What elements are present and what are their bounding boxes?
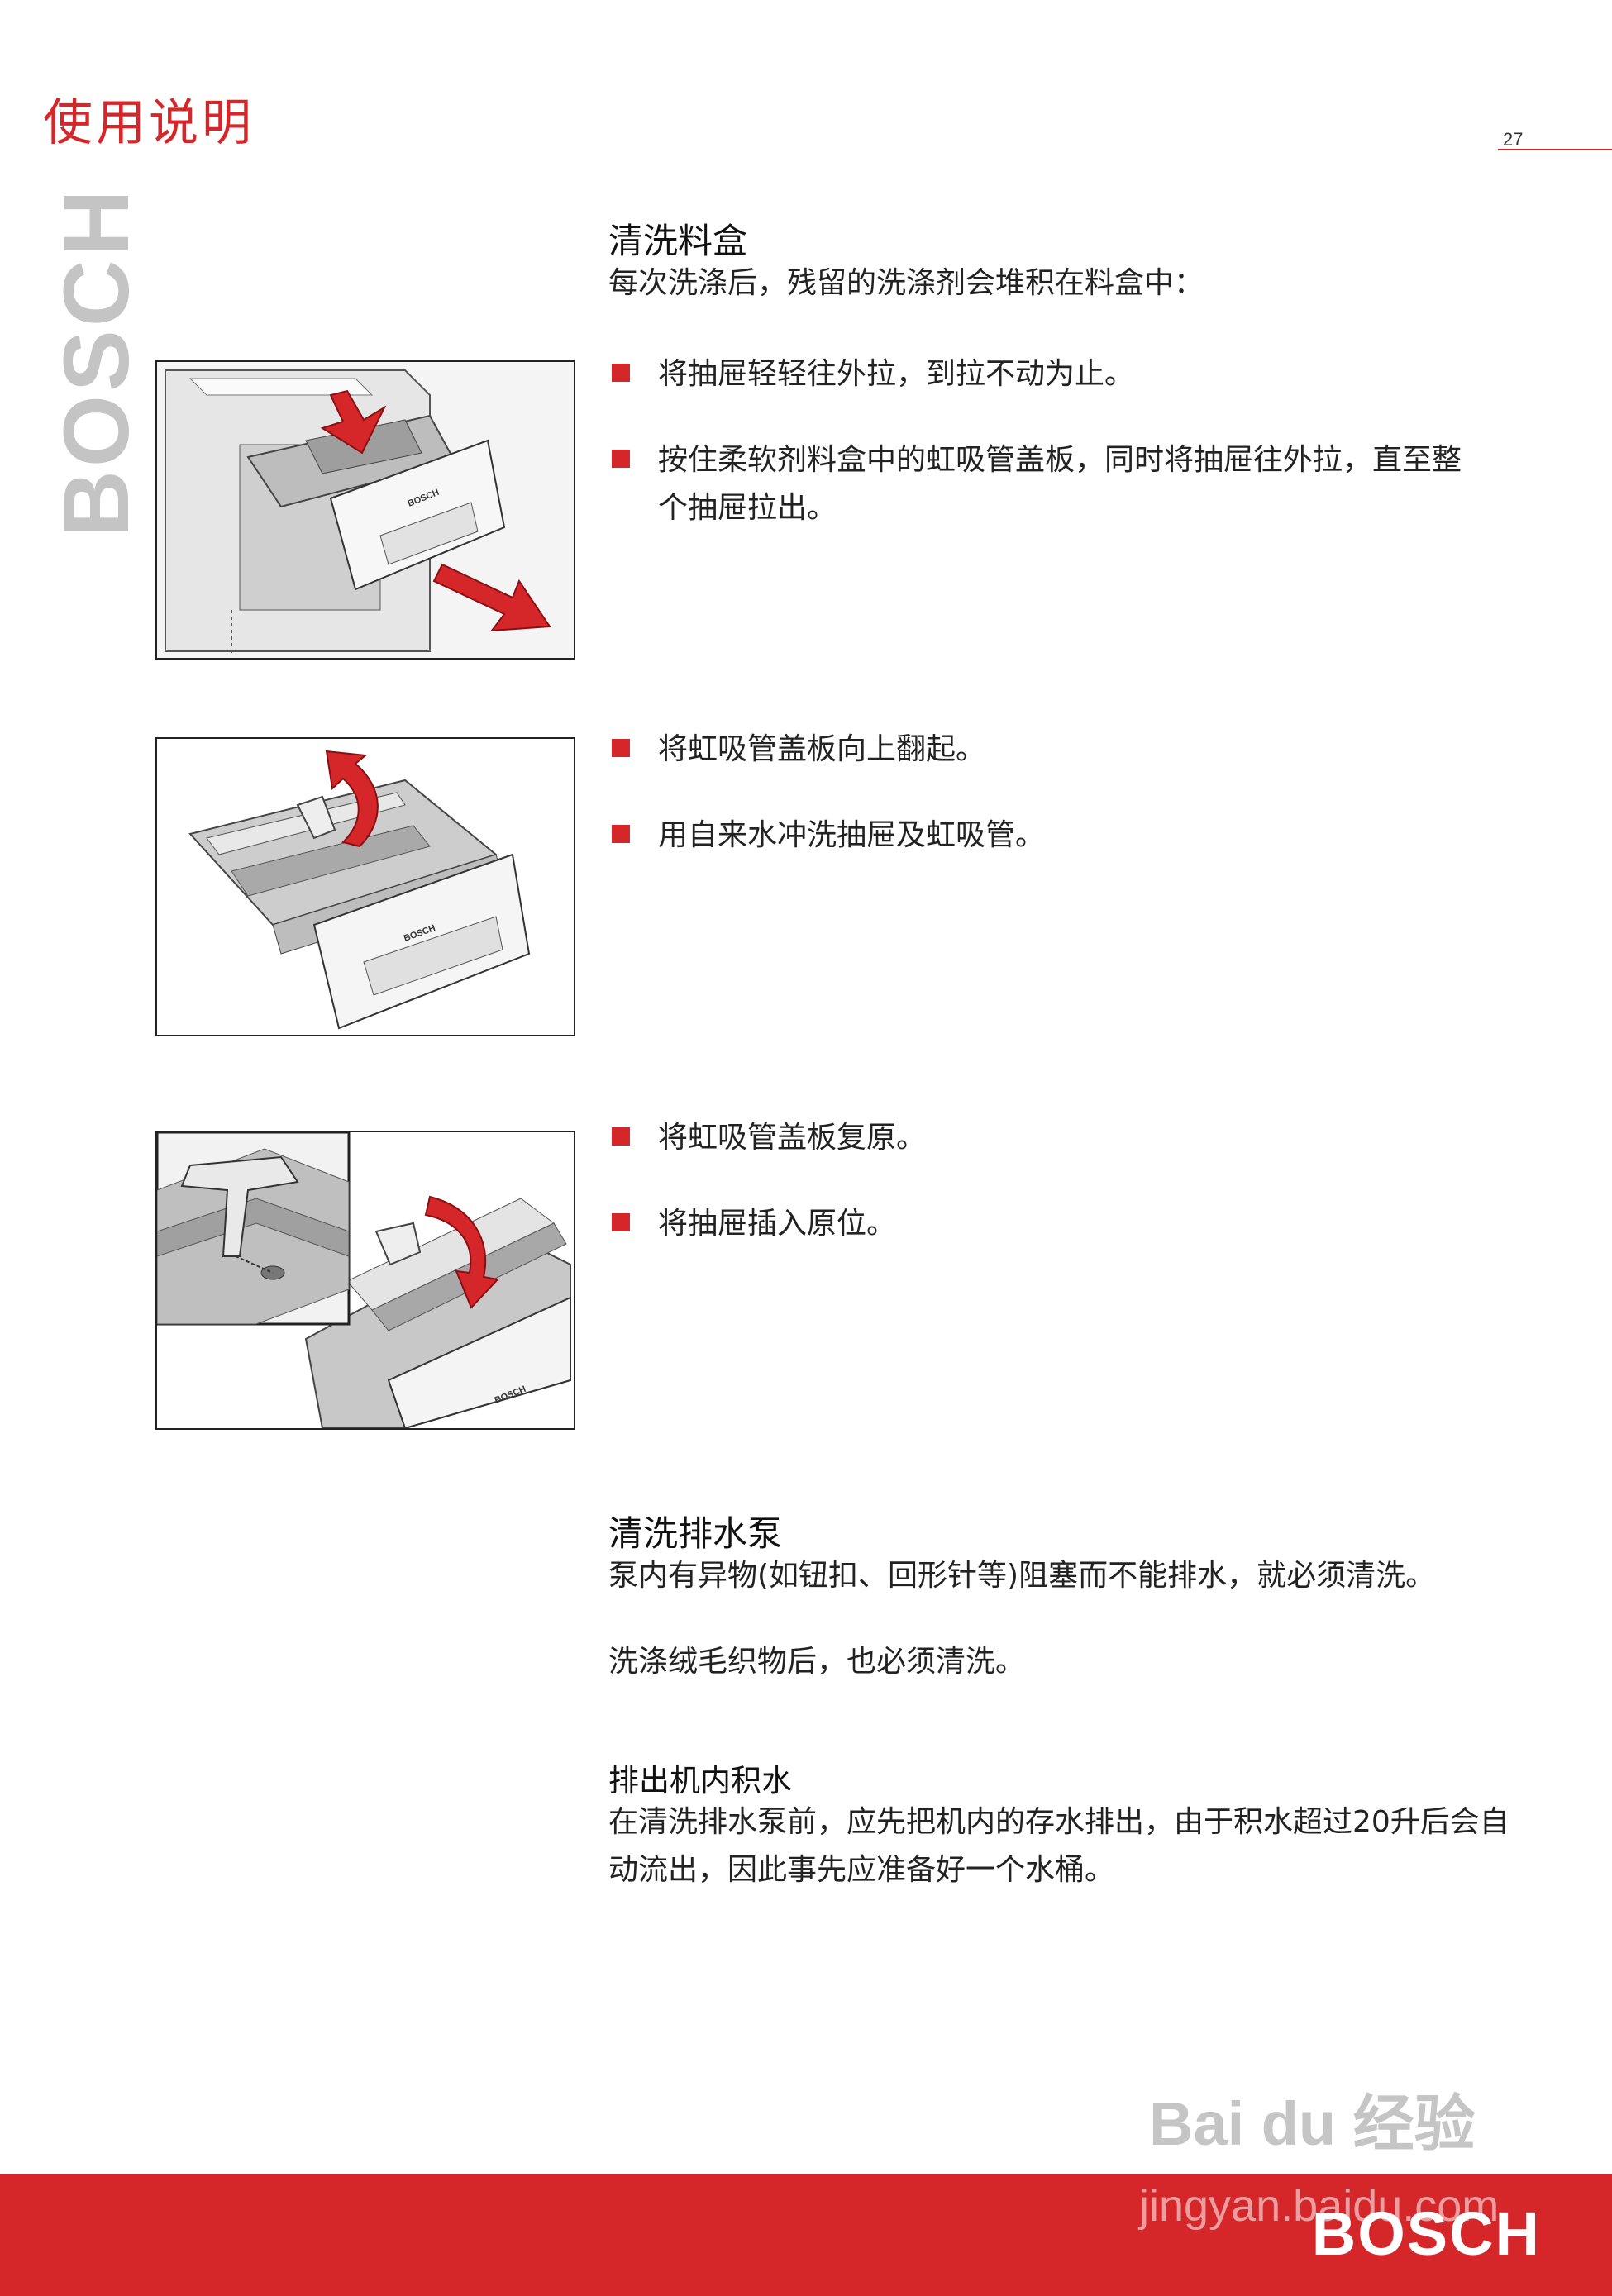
bullet-square-icon xyxy=(612,450,630,468)
bullet-item: 用自来水冲洗抽屉及虹吸管。 xyxy=(612,812,1546,860)
bullet-item: 将虹吸管盖板向上翻起。 xyxy=(612,726,1546,774)
lift-arrow-icon xyxy=(325,750,379,848)
pump-para-2: 洗涤绒毛织物后，也必须清洗。 xyxy=(608,1645,1026,1679)
pull-arrow-icon xyxy=(432,563,551,632)
drawer-pull-out-illustration: BOSCH xyxy=(155,360,575,660)
press-down-arrow-icon xyxy=(424,1195,499,1309)
page-title: 使用说明 xyxy=(43,94,255,152)
subsection-title-drain: 排出机内积水 xyxy=(608,1763,792,1798)
footer-band xyxy=(0,2174,1612,2296)
bullet-square-icon xyxy=(612,1213,630,1231)
bullet-item: 按住柔软剂料盒中的虹吸管盖板，同时将抽屉往外拉，直至整个抽屉拉出。 xyxy=(612,436,1488,532)
siphon-cover-lift-illustration: BOSCH xyxy=(155,737,575,1036)
baidu-watermark: Bai du 经验 xyxy=(1149,2089,1476,2158)
bullet-square-icon xyxy=(612,825,630,843)
bullet-square-icon xyxy=(612,739,630,757)
baidu-watermark-url: jingyan.baidu.com xyxy=(1139,2181,1500,2231)
bullet-item: 将虹吸管盖板复原。 xyxy=(612,1114,1546,1162)
push-arrow-icon xyxy=(320,389,387,455)
section-title-pump: 清洗排水泵 xyxy=(608,1513,783,1554)
dispenser-intro: 每次洗涤后，残留的洗涤剂会堆积在料盒中： xyxy=(608,266,1204,300)
side-brand-logo: BOSCH xyxy=(45,186,148,537)
bullet-item: 将抽屉插入原位。 xyxy=(612,1200,1546,1248)
bullet-square-icon xyxy=(612,364,630,382)
bullet-item: 将抽屉轻轻往外拉，到拉不动为止。 xyxy=(612,350,1546,398)
bullet-square-icon xyxy=(612,1127,630,1146)
drain-para: 在清洗排水泵前，应先把机内的存水排出，由于积水超过20升后会自动流出，因此事先应… xyxy=(608,1805,1509,1887)
footer-brand-logo: BOSCH xyxy=(1311,2199,1541,2268)
page-number-rule xyxy=(1498,149,1612,150)
pump-para-1: 泵内有异物(如钮扣、回形针等)阻塞而不能排水，就必须清洗。 xyxy=(608,1559,1436,1593)
section-title-dispenser: 清洗料盒 xyxy=(608,221,748,261)
page-number: 27 xyxy=(1503,129,1524,150)
siphon-cover-reset-illustration: BOSCH xyxy=(155,1131,575,1430)
